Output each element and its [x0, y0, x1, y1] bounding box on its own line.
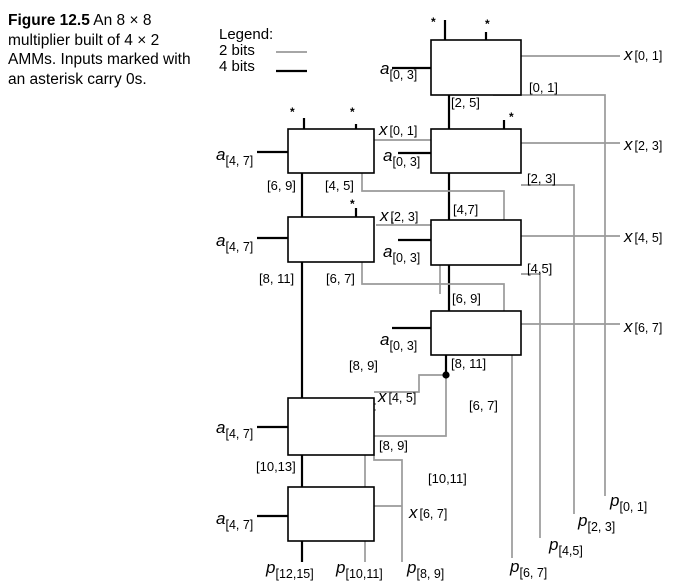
asterisk: *	[350, 105, 355, 119]
input-label-x01: x[0, 1]	[378, 120, 417, 139]
wire-label: [4,7]	[453, 202, 478, 217]
output-label-p45: p[4,5]	[548, 535, 583, 558]
input-label-x45: x[4, 5]	[623, 227, 662, 246]
product-outputs: p[0, 1] p[2, 3] p[4,5] p[6, 7] p[8, 9] p…	[265, 491, 647, 581]
wire-label: [8, 9]	[349, 358, 378, 373]
junction-dot	[442, 371, 450, 379]
input-label-a-low: a[0, 3]	[383, 242, 420, 265]
output-label-p1215: p[12,15]	[265, 558, 314, 581]
figure-description: An 8 × 8 multiplier built of 4 × 2 AMMs.…	[8, 12, 191, 88]
input-label-x67: x[6, 7]	[623, 317, 662, 336]
wire-label: [10,13]	[256, 459, 296, 474]
wire-label: [4, 5]	[325, 178, 354, 193]
input-label-a-high: a[4, 7]	[216, 145, 253, 168]
input-label-a-high: a[4, 7]	[216, 231, 253, 254]
wires	[257, 20, 620, 562]
wire-label: [4,5]	[527, 261, 552, 276]
asterisk: *	[290, 105, 295, 119]
legend-title: Legend:	[219, 26, 274, 43]
wire-label: [8, 9]	[379, 438, 408, 453]
wire-label: [6, 7]	[326, 271, 355, 286]
input-label-x23: x[2, 3]	[379, 206, 418, 225]
asterisk: *	[485, 17, 490, 31]
output-label-p67: p[6, 7]	[509, 557, 547, 580]
amm-box-l2	[287, 216, 375, 263]
wire-labels: [0, 1] [2, 5] [2, 3] [4,7] [4,5] [6, 9] …	[256, 80, 558, 486]
asterisk: *	[431, 15, 436, 29]
legend-entry-4bits: 4 bits	[219, 58, 255, 75]
figure-caption: Figure 12.5 An 8 × 8 multiplier built of…	[8, 11, 198, 89]
wire-label: [6, 9]	[267, 178, 296, 193]
wire-label: [0, 1]	[529, 80, 558, 95]
amm-box-l4	[287, 486, 375, 542]
amm-box-r2	[430, 128, 522, 174]
amm-boxes	[287, 39, 522, 542]
input-label-x45: x[4, 5]	[377, 387, 416, 406]
wire-label: [2, 3]	[527, 171, 556, 186]
input-label-x67: x[6, 7]	[408, 503, 447, 522]
amm-box-r1	[430, 39, 522, 96]
asterisk: *	[509, 110, 514, 124]
a-input-labels: a[0, 3] a[4, 7] a[0, 3] a[4, 7] a[0, 3] …	[216, 59, 420, 532]
legend-entry-2bits: 2 bits	[219, 42, 255, 59]
input-label-x23: x[2, 3]	[623, 135, 662, 154]
asterisk: *	[350, 197, 355, 211]
input-label-a-high: a[4, 7]	[216, 509, 253, 532]
wire-label: [8, 11]	[259, 271, 294, 286]
x-input-labels: x[0, 1] x[2, 3] x[4, 5] x[6, 7] x[0, 1] …	[377, 45, 662, 522]
output-label-p89: p[8, 9]	[406, 558, 444, 581]
wire-label: [8, 11]	[451, 356, 486, 371]
output-label-p1011: p[10,11]	[335, 558, 383, 581]
amm-box-l1	[287, 128, 375, 174]
amm-box-r4	[430, 310, 522, 356]
zero-input-asterisks: * * * * * *	[290, 15, 514, 211]
wire-label: [10,11]	[428, 471, 467, 486]
output-label-p01: p[0, 1]	[609, 491, 647, 514]
wire-label: [6, 7]	[469, 398, 498, 413]
amm-box-r3	[430, 219, 522, 266]
input-label-x01: x[0, 1]	[623, 45, 662, 64]
output-label-p23: p[2, 3]	[577, 511, 615, 534]
figure-label: Figure 12.5	[8, 12, 90, 29]
input-label-a-low: a[0, 3]	[380, 59, 417, 82]
input-label-a-low: a[0, 3]	[383, 146, 420, 169]
amm-box-l3	[287, 397, 375, 456]
wire-label: [2, 5]	[451, 95, 480, 110]
input-label-a-high: a[4, 7]	[216, 418, 253, 441]
wire-label: [6, 9]	[452, 291, 481, 306]
legend: Legend: 2 bits 4 bits	[219, 27, 273, 75]
input-label-a-low: a[0, 3]	[380, 330, 417, 353]
